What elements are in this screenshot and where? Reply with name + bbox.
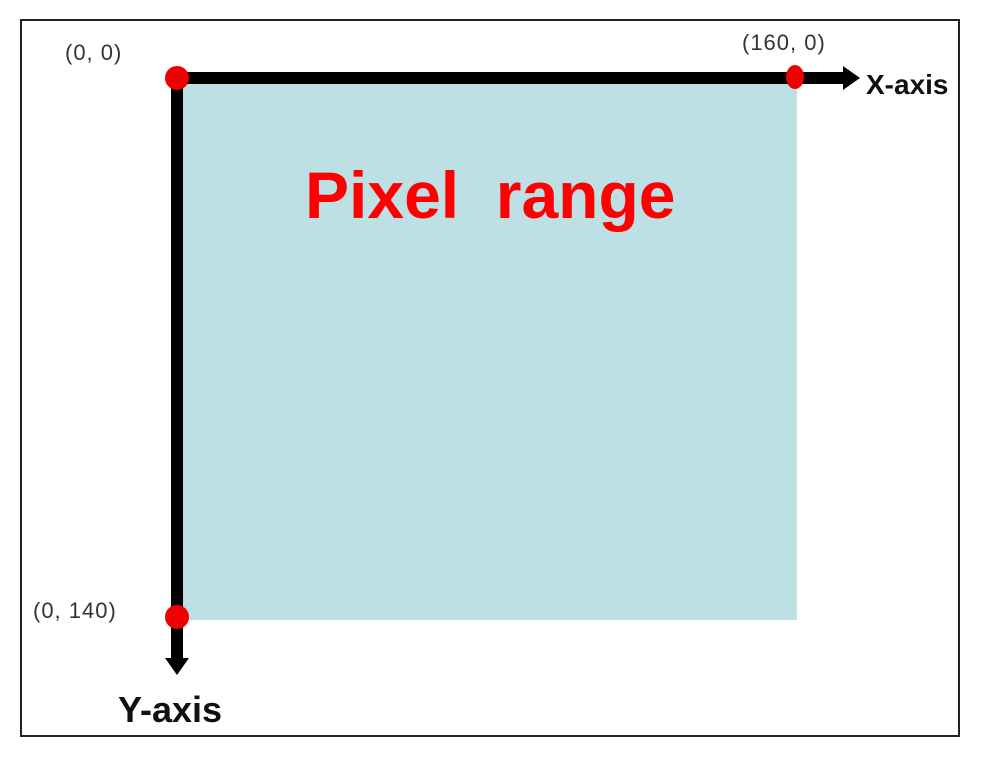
- origin-point: [165, 66, 189, 90]
- x-end-point: [786, 65, 804, 89]
- pixel-region: [177, 78, 797, 620]
- y-end-point: [165, 605, 189, 629]
- x-end-label: (160, 0): [742, 30, 826, 55]
- origin-label: (0, 0): [65, 40, 122, 65]
- y-axis-arrowhead: [165, 658, 189, 675]
- x-axis-arrowhead: [843, 66, 860, 90]
- diagram-title: Pixel range: [305, 158, 676, 232]
- y-end-label: (0, 140): [33, 598, 117, 623]
- x-axis-label: X-axis: [866, 69, 949, 100]
- y-axis-label: Y-axis: [118, 689, 222, 730]
